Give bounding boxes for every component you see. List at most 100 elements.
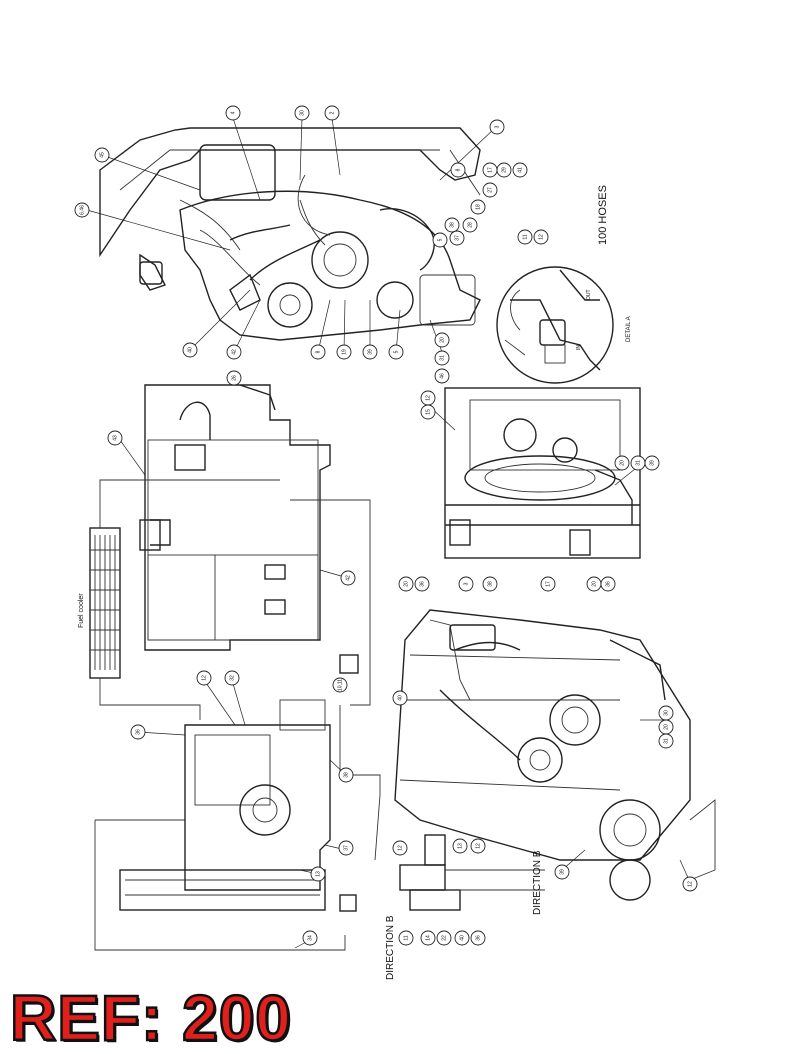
balloon-number: 11 [522,234,528,239]
balloon-left_mid-3: 12 [196,670,212,686]
balloon-number: 20 [619,460,625,466]
balloon-number: 31 [439,355,445,361]
balloon-number: 12 [397,845,403,851]
balloon-top-18: 26 [226,370,242,386]
bottom-right-assembly-view [394,609,716,911]
balloon-mid_right-2: 20 [614,455,630,471]
balloon-bottom_right-8: 30 [658,705,674,721]
balloon-number: 46 [439,373,445,379]
balloon-number: 19 [341,349,347,355]
balloon-number: 36 [475,935,481,941]
direction-b-label-left: DIRECTION B [385,915,396,980]
balloon-number: 43 [112,435,118,441]
out-label: OUT [586,289,592,300]
balloon-left_mid-4: 32 [224,670,240,686]
balloon-number: 17 [545,581,551,587]
balloon-bottom_right-15: 14 [420,930,436,946]
balloon-number: 3 [463,582,469,585]
balloon-left_mid-7: 37 [338,840,354,856]
balloon-number: 12 [475,843,481,849]
balloon-number: 20 [403,581,409,587]
balloon-number: 42 [231,349,237,355]
balloon-number: 32 [229,675,235,681]
balloon-top-3: 3 [489,119,505,135]
balloon-number: 31 [663,738,669,744]
balloon-number: 8 [315,350,321,353]
balloon-number: 13 [457,843,463,849]
balloon-bottom_right-6: 20 [586,576,602,592]
balloon-top-10: 27 [482,182,498,198]
balloon-top-6: 8 [450,162,466,178]
balloon-number: 28 [467,222,473,228]
balloon-top-21: 39 [362,344,378,360]
balloon-detail_a-1: 12 [533,229,549,245]
balloon-detail_a-0: 11 [517,229,533,245]
balloon-number: 36 [605,581,611,587]
balloon-number: 37 [454,235,460,241]
detail-a-view [496,266,614,384]
balloon-number: 4 [230,111,236,114]
balloon-number: 39 [367,349,373,355]
balloon-top-7: 17 [482,162,498,178]
balloon-number: 40 [459,935,465,941]
balloon-bottom_right-16: 22 [436,930,452,946]
balloon-bottom_right-9: 20 [658,719,674,735]
balloon-top-12: 28 [462,217,478,233]
balloon-number: 15 [425,409,431,415]
balloon-top-2: 2 [324,105,340,121]
balloon-mid_right-3: 31 [630,455,646,471]
balloon-top-4: 45 [94,147,110,163]
balloon-top-13: 38 [444,217,460,233]
balloon-number: 10,11 [337,679,343,691]
balloon-number: 38 [343,772,349,778]
balloon-top-25: 46 [434,368,450,384]
balloon-bottom_right-11: 39 [554,864,570,880]
balloon-number: 2 [329,111,335,114]
balloon-number: 22 [441,935,447,941]
direction-b-label-right: DIRECTION B [532,850,543,915]
balloon-number: 13 [315,871,321,877]
balloon-number: 20 [439,337,445,343]
balloon-top-14: 37 [449,230,465,246]
balloon-number: 20 [591,581,597,587]
balloon-mid_right-1: 15 [420,404,436,420]
balloon-top-1: 30 [294,105,310,121]
balloon-number: 31 [635,460,641,466]
balloon-bottom_right-7: 36 [600,576,616,592]
balloon-number: 38 [449,222,455,228]
hoses-label: 100 HOSES [597,185,609,245]
balloon-number: 8 [455,168,461,171]
balloon-number: 6,46 [79,205,85,215]
balloon-left_mid-8: 13 [310,866,326,882]
balloon-left_mid-2: 10,11 [332,677,348,693]
balloon-bottom_right-13: 12 [392,840,408,856]
balloon-number: 20 [663,724,669,730]
balloon-top-0: 4 [225,105,241,121]
balloon-bottom_right-0: 40 [392,690,408,706]
top-assembly-view [99,127,481,341]
balloon-bottom_right-12: 12 [682,876,698,892]
balloon-number: 30 [663,710,669,716]
balloon-number: 34 [307,935,313,941]
balloon-number: 40 [397,695,403,701]
detail-a-label: DETAIL A [626,316,632,342]
left-schematic-view [89,384,381,951]
balloon-number: 39 [649,460,655,466]
ref-label: REF: 200 [9,982,292,1054]
balloon-number: 5 [393,350,399,353]
balloon-number: 3 [494,125,500,128]
mid-right-engine-view [444,387,641,559]
balloon-number: 36 [419,581,425,587]
balloon-number: 12 [425,395,431,401]
balloon-top-20: 19 [336,344,352,360]
balloon-bottom_right-5: 17 [540,576,556,592]
balloon-number: 41 [517,167,523,173]
balloon-number: 12 [201,675,207,681]
balloon-number: 12 [538,234,544,240]
balloon-number: 12 [687,881,693,887]
balloon-left_mid-5: 36 [130,724,146,740]
balloon-number: 5 [437,238,443,241]
balloon-number: 42 [345,575,351,581]
balloon-bottom_right-1: 20 [398,576,414,592]
balloon-top-17: 42 [226,344,242,360]
